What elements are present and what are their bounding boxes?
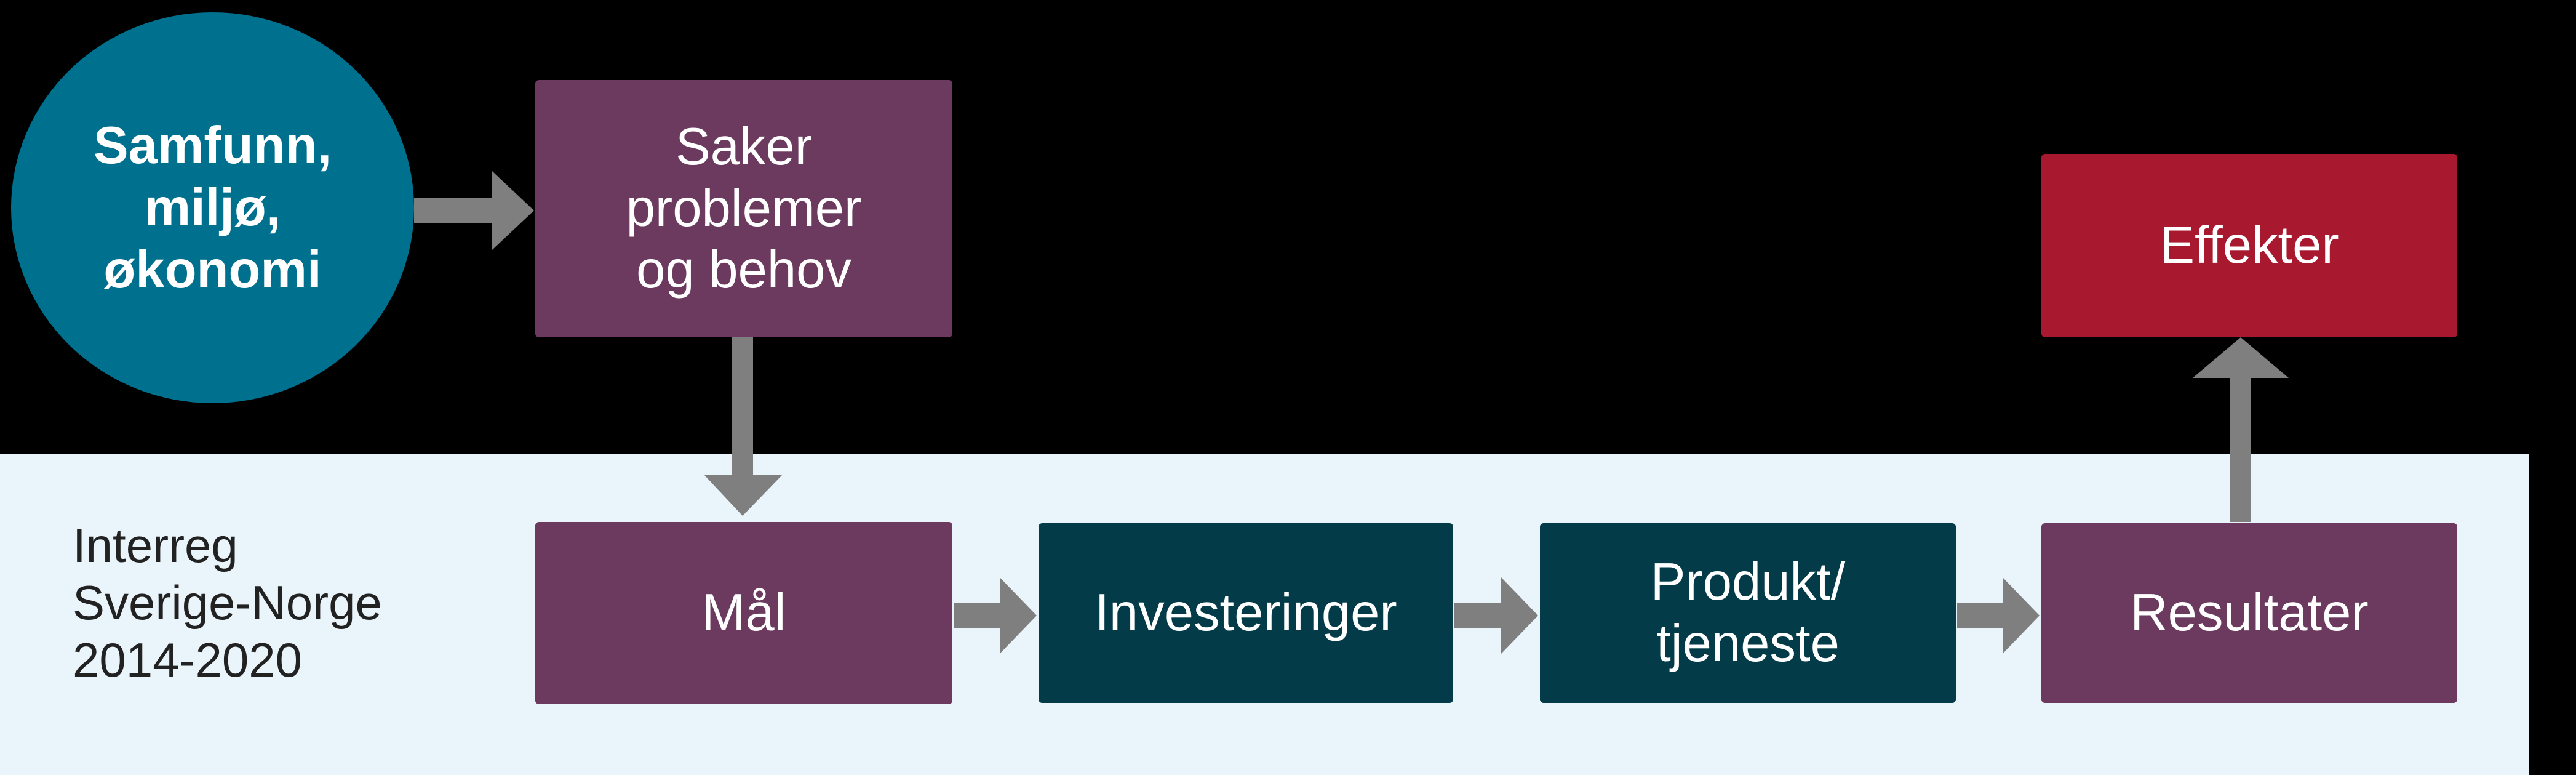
- investments-box: Investeringer: [1039, 523, 1453, 703]
- needs-label: Saker problemer og behov: [626, 117, 862, 300]
- arrow-context-to-needs: [414, 171, 534, 250]
- arrow-goal-to-investments: [954, 577, 1037, 654]
- product-label: Produkt/ tjeneste: [1650, 552, 1846, 673]
- results-label: Resultater: [2130, 583, 2369, 642]
- results-box: Resultater: [2041, 523, 2457, 703]
- goal-box: Mål: [535, 522, 952, 704]
- context-circle-label: Samfunn, miljø, økonomi: [93, 116, 332, 300]
- context-circle: Samfunn, miljø, økonomi: [11, 12, 414, 403]
- effects-label: Effekter: [2159, 215, 2339, 275]
- arrow-investments-to-product: [1454, 577, 1538, 654]
- effects-box: Effekter: [2041, 154, 2457, 337]
- arrow-needs-to-goal: [704, 337, 782, 516]
- product-box: Produkt/ tjeneste: [1540, 523, 1956, 703]
- goal-label: Mål: [701, 583, 786, 642]
- arrow-product-to-results: [1957, 577, 2040, 654]
- program-label: Interreg Sverige-Norge 2014-2020: [73, 518, 382, 687]
- arrow-results-to-effects: [2193, 337, 2289, 522]
- needs-box: Saker problemer og behov: [535, 80, 952, 337]
- investments-label: Investeringer: [1095, 583, 1397, 642]
